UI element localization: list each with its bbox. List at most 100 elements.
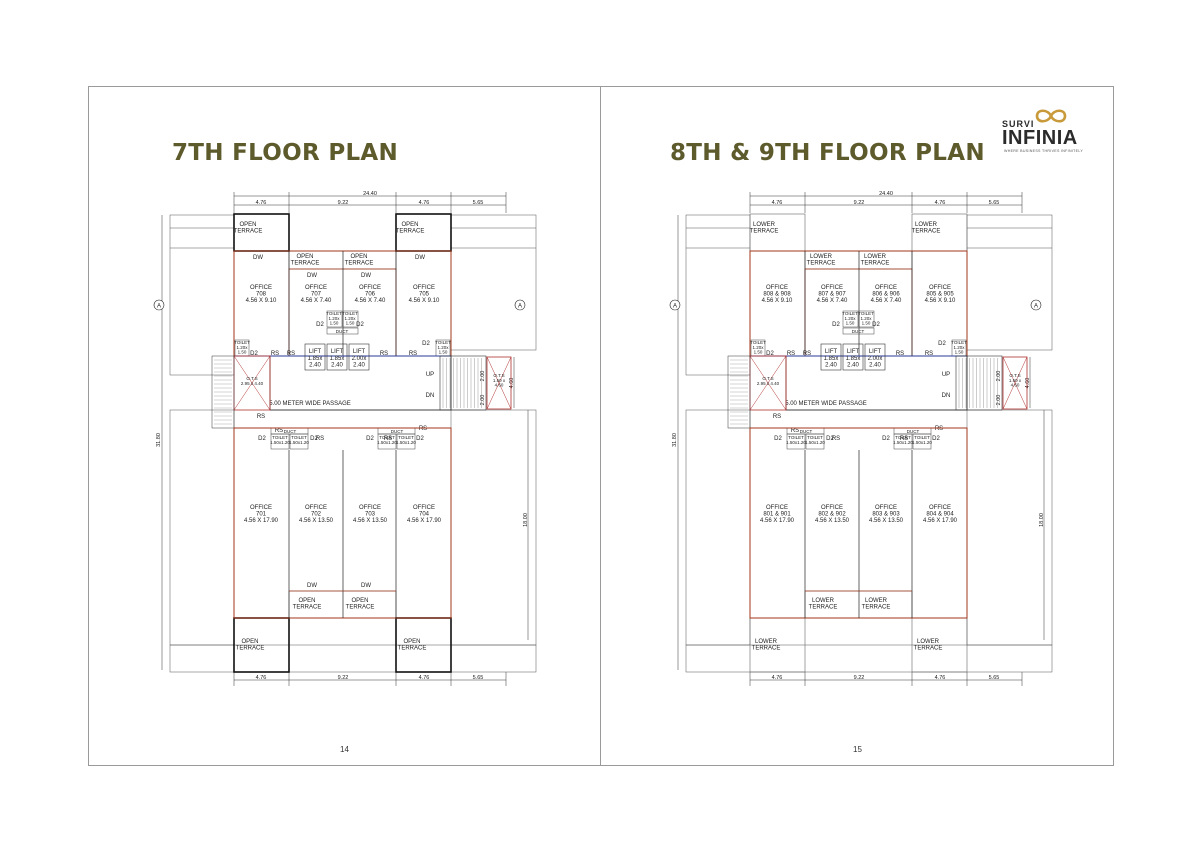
lift-label: LIFT bbox=[353, 349, 366, 355]
stair-down-label: DN bbox=[426, 393, 435, 399]
ots-right-box bbox=[486, 356, 512, 410]
office-block-bottom bbox=[749, 427, 968, 619]
dimension-stair-b: 2.00 bbox=[996, 395, 1002, 406]
ots-cross bbox=[233, 355, 271, 411]
dimension-seg-1-bottom: 4.76 bbox=[256, 675, 267, 681]
duct-box bbox=[842, 327, 875, 335]
staircase-box bbox=[955, 355, 1003, 411]
office-block-bottom bbox=[233, 427, 452, 619]
section-marker-label: A bbox=[157, 304, 161, 310]
stair-up-label: UP bbox=[942, 372, 950, 378]
duct-box bbox=[326, 327, 359, 335]
dimension-stair-width: 4.60 bbox=[509, 378, 515, 389]
passage-label: 5.00 METER WIDE PASSAGE bbox=[269, 401, 351, 407]
rs-label: RS bbox=[380, 351, 388, 357]
dimension-seg-4-bottom: 5.65 bbox=[473, 675, 484, 681]
section-marker-circle bbox=[514, 299, 526, 311]
lift-box bbox=[820, 343, 842, 371]
dimension-right: 18.00 bbox=[523, 513, 529, 527]
rs-label: RS bbox=[791, 428, 799, 434]
section-marker-label: A bbox=[1034, 304, 1038, 310]
lift-box bbox=[348, 343, 370, 371]
ots-cross bbox=[749, 355, 787, 411]
rs-label: RS bbox=[316, 436, 324, 442]
door-d2-label: D2 bbox=[938, 341, 946, 347]
ots-cross bbox=[1002, 356, 1028, 410]
dimension-seg-3: 4.76 bbox=[935, 200, 946, 206]
lift-box bbox=[842, 343, 864, 371]
lift-box bbox=[864, 343, 886, 371]
door-d2-label: D2 bbox=[932, 436, 940, 442]
rs-label: RS bbox=[419, 426, 427, 432]
section-marker-circle bbox=[1030, 299, 1042, 311]
toilet-box bbox=[342, 310, 359, 328]
toilet-box bbox=[377, 433, 397, 450]
toilet-box bbox=[289, 433, 309, 450]
survi-infinia-logo: SURVI INFINIA WHERE BUSINESS THRIVES INF… bbox=[1000, 106, 1100, 156]
dimension-total-width: 24.40 bbox=[879, 191, 893, 197]
toilet-box bbox=[858, 310, 875, 328]
door-d2-label: D2 bbox=[258, 436, 266, 442]
duct-label: DUCT bbox=[800, 429, 813, 434]
rs-label: RS bbox=[257, 414, 265, 420]
dimension-seg-1: 4.76 bbox=[772, 200, 783, 206]
left-page bbox=[88, 86, 601, 766]
toilet-box bbox=[912, 433, 932, 450]
door-d2-label: D2 bbox=[882, 436, 890, 442]
rs-label: RS bbox=[925, 351, 933, 357]
door-d2-label: D2 bbox=[872, 322, 880, 328]
lift-label: LIFT bbox=[847, 349, 860, 355]
ots-cross bbox=[486, 356, 512, 410]
dimension-right: 18.00 bbox=[1039, 513, 1045, 527]
dimension-stair-a: 2.00 bbox=[480, 371, 486, 382]
site-outline bbox=[685, 214, 751, 376]
dimension-seg-2: 9.22 bbox=[338, 200, 349, 206]
dimension-seg-3: 4.76 bbox=[419, 200, 430, 206]
door-d2-label: D2 bbox=[766, 351, 774, 357]
lift-box bbox=[304, 343, 326, 371]
right-page bbox=[600, 86, 1114, 766]
lift-label: LIFT bbox=[869, 349, 882, 355]
rs-label: RS bbox=[773, 414, 781, 420]
rs-label: RS bbox=[803, 351, 811, 357]
rs-label: RS bbox=[271, 351, 279, 357]
door-window-label: DW bbox=[361, 273, 371, 279]
lift-label: LIFT bbox=[331, 349, 344, 355]
site-outline bbox=[685, 409, 751, 646]
dimension-seg-1-bottom: 4.76 bbox=[772, 675, 783, 681]
rs-label: RS bbox=[275, 428, 283, 434]
toilet-box bbox=[842, 310, 859, 328]
